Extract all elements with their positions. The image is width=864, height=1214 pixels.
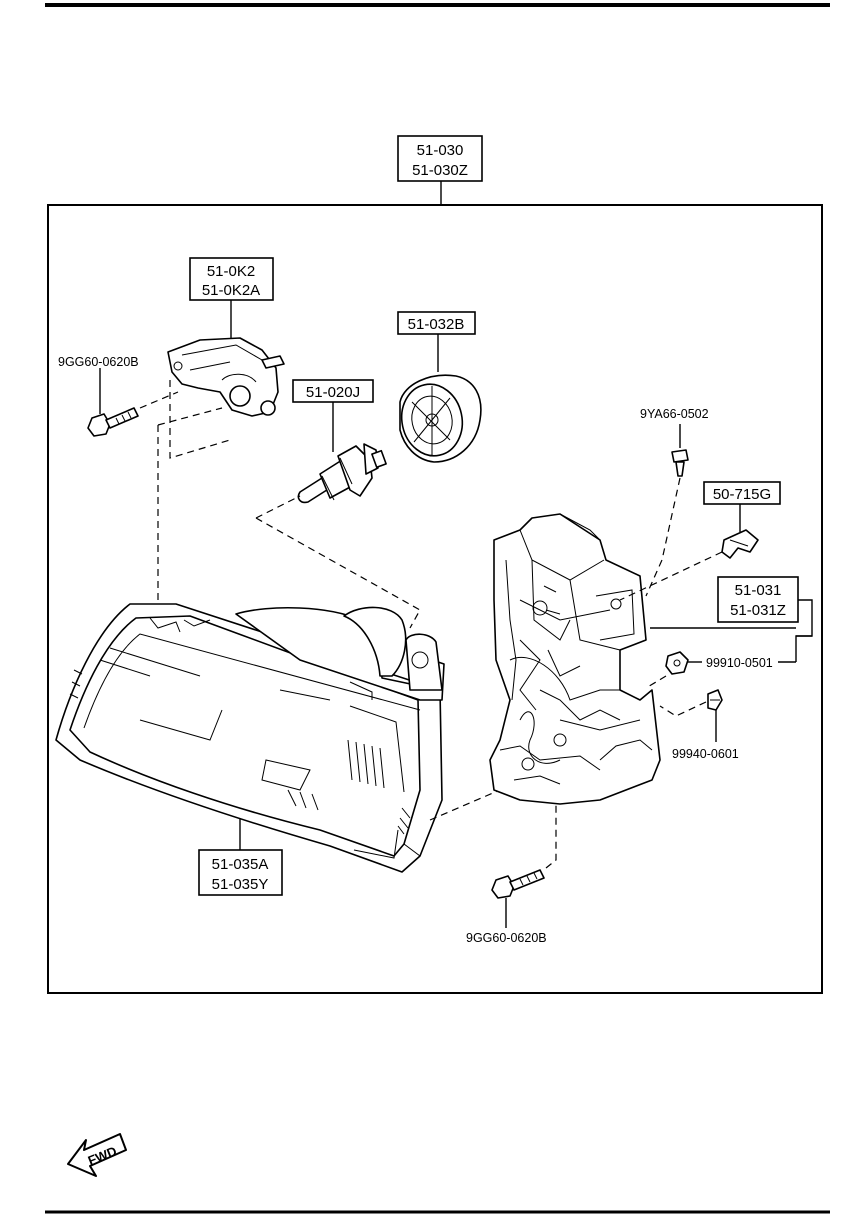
screw-part	[671, 449, 689, 477]
label-screw[interactable]: 9YA66-0502	[640, 407, 709, 421]
label-bolt-bottom[interactable]: 9GG60-0620B	[466, 931, 547, 945]
callout-assembly[interactable]: 51-030 51-030Z	[397, 135, 483, 182]
callout-assembly-line2: 51-030Z	[412, 162, 468, 179]
bolt-bottom-part	[491, 869, 545, 899]
callout-bulb-text: 51-020J	[306, 384, 360, 401]
callout-cap[interactable]: 51-032B	[397, 311, 476, 335]
callout-housing-line2: 51-031Z	[730, 602, 786, 619]
headlamp-lens-part	[55, 603, 445, 873]
dust-cap-part	[399, 374, 482, 463]
nut-part	[665, 651, 689, 675]
callout-lens[interactable]: 51-035A 51-035Y	[198, 849, 283, 896]
callout-clip[interactable]: 50-715G	[703, 481, 781, 505]
callout-bulb[interactable]: 51-020J	[292, 379, 374, 403]
headlamp-housing-part	[489, 513, 661, 805]
grommet-part	[707, 689, 723, 711]
label-bolt-top[interactable]: 9GG60-0620B	[58, 355, 139, 369]
callout-clip-text: 50-715G	[713, 486, 771, 503]
callout-housing[interactable]: 51-031 51-031Z	[717, 576, 799, 623]
fwd-arrow-icon: FWD	[67, 1133, 127, 1177]
bolt-top-part	[87, 407, 139, 437]
callout-lens-line1: 51-035A	[212, 856, 269, 873]
label-nut[interactable]: 99910-0501	[706, 656, 773, 670]
bulb-part	[297, 443, 387, 504]
callout-cap-text: 51-032B	[408, 316, 465, 333]
callout-bracket[interactable]: 51-0K2 51-0K2A	[189, 257, 274, 301]
callout-bracket-line1: 51-0K2	[207, 263, 255, 280]
assembly-frame	[47, 204, 823, 994]
callout-lens-line2: 51-035Y	[212, 876, 269, 893]
callout-bracket-line2: 51-0K2A	[202, 282, 260, 299]
callout-housing-line1: 51-031	[735, 582, 782, 599]
callout-assembly-line1: 51-030	[417, 142, 464, 159]
clip-part	[721, 529, 759, 559]
label-grommet[interactable]: 99940-0601	[672, 747, 739, 761]
bracket-part	[167, 337, 285, 417]
